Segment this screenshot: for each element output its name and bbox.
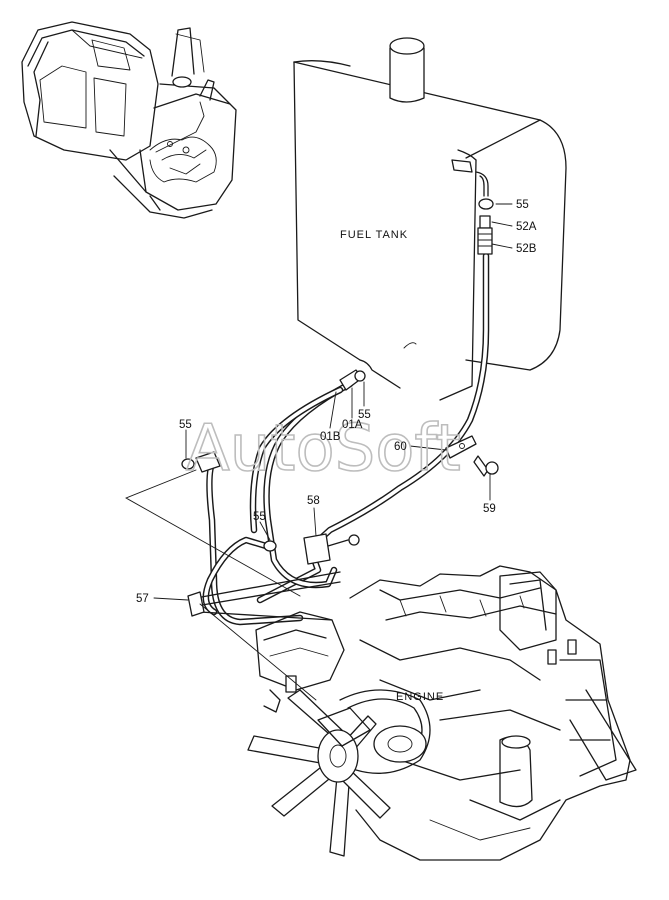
callout-57: 57 (136, 593, 149, 605)
callout-59: 59 (483, 503, 496, 515)
engine-caption: ENGINE (396, 691, 444, 703)
callout-55-mid: 55 (253, 511, 266, 523)
watermark: AutoSoft (186, 412, 461, 486)
callout-01a: 01A (342, 419, 363, 431)
engine-fan (247, 689, 391, 857)
callout-52a: 52A (516, 221, 537, 233)
fuel-hoses (195, 252, 490, 626)
callout-01b: 01B (320, 431, 341, 443)
callout-60: 60 (394, 441, 407, 453)
fuel-tank-caption: FUEL TANK (340, 229, 408, 241)
fuel-tank (293, 37, 567, 401)
callout-55-tank: 55 (516, 199, 529, 211)
excavator-thumbnail (21, 21, 237, 219)
callout-55-joint: 55 (358, 409, 371, 421)
engine (247, 565, 637, 861)
callout-55-left: 55 (179, 419, 192, 431)
callout-58: 58 (307, 495, 320, 507)
fittings (181, 171, 499, 617)
callout-52b: 52B (516, 243, 537, 255)
leader-lines (125, 203, 513, 701)
